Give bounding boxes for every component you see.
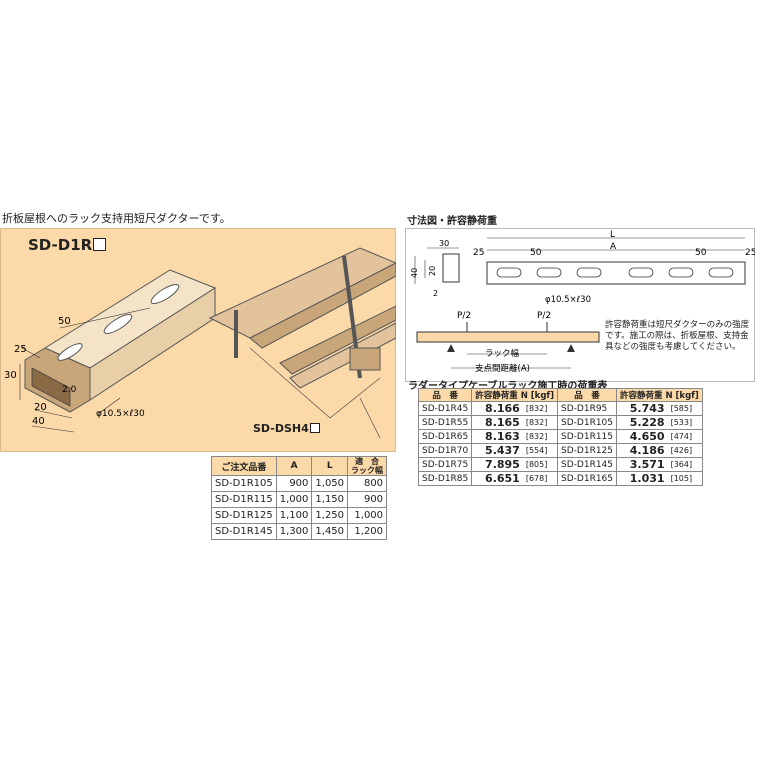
load-p2: P/2 [537,311,551,321]
table-row: SD-D1R145 1,300 1,450 1,200 [211,523,388,540]
dim-hole: φ10.5×ℓ30 [96,409,145,419]
dimension-panel [405,228,755,382]
model-suffix-box [93,238,107,251]
load-header-code-left: 品 番 [417,388,473,402]
duct-illustration: 50 25 30 20 40 2.0 φ10.5×ℓ30 [4,247,396,439]
table-row: SD-D1R70 5.437 [554] SD-D1R125 4.186 [42… [417,443,703,458]
order-header-l: L [311,456,349,476]
table-row: SD-D1R115 1,000 1,150 900 [211,491,388,508]
model-title: SD-D1R [28,236,107,254]
load-header-code-right: 品 番 [557,388,617,402]
dim-50-right: 50 [695,248,707,258]
order-header-code: ご注文品番 [211,456,277,476]
load-header-value-right: 許容静荷重 N [kgf] [616,388,703,402]
sec-30: 30 [439,239,449,248]
sec-20: 20 [428,266,437,276]
order-header-a: A [275,456,313,476]
sec-2: 2 [433,289,438,298]
dim-L: L [610,230,615,240]
table-row: SD-D1R105 900 1,050 800 [211,475,388,492]
order-header-width: 適 合 ラック幅 [347,456,388,476]
dim-A: A [610,242,617,252]
dim-25-right: 25 [745,248,755,258]
dim-30: 30 [4,370,17,381]
span-label: 支点間距離(A) [475,363,530,374]
sec-40: 40 [410,268,419,278]
order-table: ご注文品番 A L 適 合 ラック幅 SD-D1R105 900 1,050 8… [211,456,388,540]
load-table: 品 番 許容静荷重 N [kgf] 品 番 許容静荷重 N [kgf] SD-D… [417,388,703,486]
load-p1: P/2 [457,311,471,321]
table-row: SD-D1R45 8.166 [832] SD-D1R95 5.743 [585… [417,401,703,416]
table-row: SD-D1R85 6.651 [678] SD-D1R165 1.031 [10… [417,471,703,486]
accessory-suffix-box [309,423,320,433]
strength-note: 許容静荷重は短尺ダクターのみの強度です。施工の際は、折板屋根、支持金具などの強度… [605,320,750,352]
table-row: SD-D1R125 1,100 1,250 1,000 [211,507,388,524]
table-row: SD-D1R75 7.895 [805] SD-D1R145 3.571 [36… [417,457,703,472]
dim-50: 50 [58,316,71,327]
dim-50-left: 50 [530,248,542,258]
section-header: 寸法図・許容静荷重 [407,216,497,227]
dim-thickness: 2.0 [62,385,77,395]
load-header-value-left: 許容静荷重 N [kgf] [471,388,559,402]
dim-25-left: 25 [473,248,484,258]
table-row: SD-D1R65 8.163 [832] SD-D1R115 4.650 [47… [417,429,703,444]
dim-40: 40 [32,416,45,427]
product-description: 折板屋根へのラック支持用短尺ダクターです。 [2,212,231,225]
diagram-hole: φ10.5×ℓ30 [545,295,591,305]
dim-20: 20 [34,402,47,413]
dim-25: 25 [14,344,27,355]
rack-width-label: ラック幅 [485,348,520,359]
load-table-title: ラダータイプケーブルラック施工時の荷重表 [408,381,608,392]
accessory-label: SD-DSH4 [253,422,320,435]
dimension-diagram: 30 40 20 2 L A 25 50 50 25 φ10.5×ℓ30 P/2… [410,230,755,374]
table-row: SD-D1R55 8.165 [832] SD-D1R105 5.228 [53… [417,415,703,430]
